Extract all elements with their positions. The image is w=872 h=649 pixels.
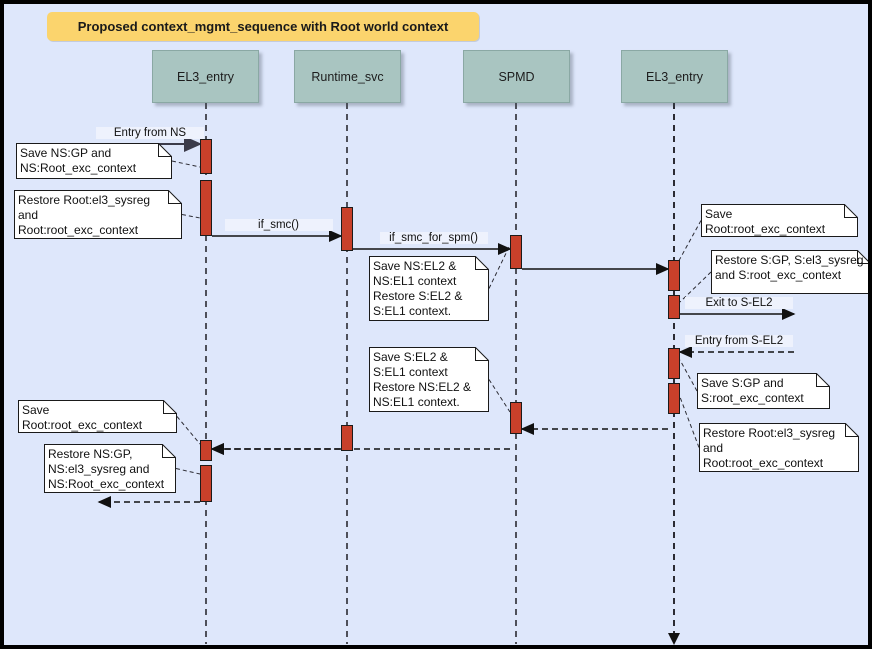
- activation-bar-act-el3l-3[interactable]: [200, 440, 212, 461]
- activation-bar-act-el3r-3[interactable]: [668, 348, 680, 379]
- note-connector-note-save-ns-gp: [171, 160, 201, 168]
- note-text: Restore Root:el3_sysreg and Root:root_ex…: [703, 426, 836, 470]
- diagram-title: Proposed context_mgmt_sequence with Root…: [77, 19, 449, 34]
- activation-bar-act-spmd-1[interactable]: [510, 235, 522, 269]
- activation-bar-act-el3r-1[interactable]: [668, 260, 680, 291]
- lifeline-header-el3_entry_left[interactable]: EL3_entry: [152, 50, 259, 103]
- note-note-restore-root-1[interactable]: Restore Root:el3_sysreg and Root:root_ex…: [14, 190, 182, 239]
- activation-bar-act-rt-2[interactable]: [341, 425, 353, 451]
- note-note-save-ns-gp[interactable]: Save NS:GP and NS:Root_exc_context: [16, 143, 172, 179]
- lifeline-label: EL3_entry: [177, 69, 234, 84]
- lifeline-header-el3_entry_right[interactable]: EL3_entry: [621, 50, 728, 103]
- activation-bar-act-spmd-2[interactable]: [510, 402, 522, 434]
- note-connector-note-save-s-gp: [679, 359, 698, 392]
- note-frame: [14, 190, 182, 239]
- note-frame: [711, 250, 868, 294]
- lifeline-label: Runtime_svc: [311, 69, 384, 84]
- message-label-if-smc-for-spm: if_smc_for_spm(): [379, 232, 488, 244]
- message-label-if-smc: if_smc(): [224, 219, 333, 231]
- note-connector-note-restore-root-1: [181, 214, 201, 219]
- note-text: Save S:EL2 & S:EL1 context Restore NS:EL…: [373, 350, 472, 409]
- note-connector-note-restore-ns-gp: [175, 468, 201, 475]
- note-text: Save S:GP and S:root_exc_context: [701, 376, 804, 405]
- note-text: Save Root:root_exc_context: [22, 403, 143, 432]
- message-label-entry-from-ns: Entry from NS: [96, 127, 204, 139]
- diagram-title-banner: Proposed context_mgmt_sequence with Root…: [47, 12, 479, 41]
- lifeline-end-arrow-el3_entry_right: [668, 633, 680, 645]
- note-text: Save Root:root_exc_context: [705, 207, 826, 236]
- note-note-save-s-gp[interactable]: Save S:GP and S:root_exc_context: [697, 373, 830, 409]
- lifeline-header-spmd[interactable]: SPMD: [463, 50, 570, 103]
- note-text: Save NS:EL2 & NS:EL1 context Restore S:E…: [373, 259, 463, 318]
- lifeline-header-runtime_svc[interactable]: Runtime_svc: [294, 50, 401, 103]
- note-note-save-root-exc-1[interactable]: Save Root:root_exc_context: [701, 204, 858, 237]
- note-note-save-ns-el2[interactable]: Save NS:EL2 & NS:EL1 context Restore S:E…: [369, 256, 489, 321]
- note-frame: [18, 400, 177, 433]
- note-connector-note-save-root-exc-2: [176, 416, 201, 445]
- activation-bar-act-rt-1[interactable]: [341, 207, 353, 251]
- note-text: Restore S:GP, S:el3_sysreg and S:root_ex…: [715, 253, 864, 282]
- activation-bar-act-el3l-2[interactable]: [200, 180, 212, 236]
- note-note-save-s-el2[interactable]: Save S:EL2 & S:EL1 context Restore NS:EL…: [369, 347, 489, 412]
- activation-bar-act-el3l-4[interactable]: [200, 465, 212, 502]
- note-connector-note-save-ns-el2: [488, 244, 511, 289]
- lifeline-label: SPMD: [498, 69, 535, 84]
- note-frame: [369, 347, 489, 412]
- note-note-restore-ns-gp[interactable]: Restore NS:GP, NS:el3_sysreg and NS:Root…: [44, 444, 176, 493]
- note-text: Save NS:GP and NS:Root_exc_context: [20, 146, 137, 175]
- lifeline-label: EL3_entry: [646, 69, 703, 84]
- note-frame: [699, 423, 859, 472]
- activation-bar-act-el3r-2[interactable]: [668, 295, 680, 319]
- diagram-vector-layer: [96, 103, 796, 645]
- note-text: Restore Root:el3_sysreg and Root:root_ex…: [18, 193, 151, 237]
- note-frame: [44, 444, 176, 493]
- note-note-save-root-exc-2[interactable]: Save Root:root_exc_context: [18, 400, 177, 433]
- message-label-exit-to-s-el2: Exit to S-EL2: [685, 297, 793, 309]
- note-connector-note-save-s-el2: [488, 379, 511, 413]
- note-frame: [369, 256, 489, 321]
- message-label-entry-from-s-el2: Entry from S-EL2: [685, 335, 793, 347]
- note-note-restore-root-2[interactable]: Restore Root:el3_sysreg and Root:root_ex…: [699, 423, 859, 472]
- activation-bar-act-el3r-4[interactable]: [668, 383, 680, 414]
- note-note-restore-s-gp[interactable]: Restore S:GP, S:el3_sysreg and S:root_ex…: [711, 250, 868, 294]
- activation-bar-act-el3l-1[interactable]: [200, 139, 212, 174]
- note-text: Restore NS:GP, NS:el3_sysreg and NS:Root…: [48, 447, 165, 491]
- note-frame: [701, 204, 858, 237]
